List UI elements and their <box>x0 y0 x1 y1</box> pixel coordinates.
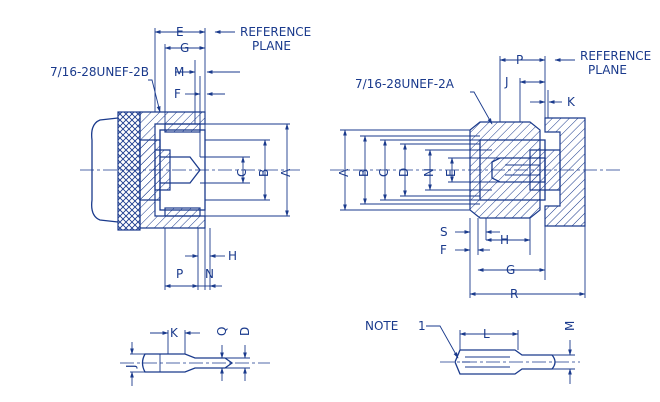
dim-G: G <box>180 41 189 55</box>
pin-dim-K: K <box>170 326 179 340</box>
dim-S-right: S <box>440 225 448 239</box>
dim-C-right: C <box>377 169 391 177</box>
dim-N-right: N <box>422 168 436 177</box>
socket-dim-M: M <box>563 321 577 331</box>
reference-plane-label-2: PLANE <box>252 39 291 53</box>
dim-M: M <box>174 65 184 79</box>
dim-E-right: E <box>444 169 458 177</box>
dim-D-right: D <box>397 168 411 177</box>
dim-H: H <box>228 249 237 263</box>
dim-P-right: P <box>516 53 523 67</box>
dim-B: B <box>257 169 271 177</box>
dim-R-right: R <box>510 287 518 301</box>
left-view: C B A E G M F REFERENCE PLANE 7/16-28UNE <box>50 25 311 290</box>
dim-G-right: G <box>506 263 515 277</box>
dim-J-right: J <box>504 75 509 89</box>
pin-dim-D: D <box>238 327 252 336</box>
thread-callout-2A: 7/16-28UNEF-2A <box>355 77 455 91</box>
socket-view: L M NOTE 1 <box>365 319 580 384</box>
dim-A-right: A <box>337 168 351 177</box>
pin-dim-J: J <box>124 364 138 369</box>
dim-H-right: H <box>500 233 509 247</box>
dim-E: E <box>176 25 184 39</box>
dim-P: P <box>176 267 183 281</box>
dim-F: F <box>174 87 181 101</box>
socket-dim-L: L <box>483 327 490 341</box>
dim-C: C <box>235 169 249 177</box>
dim-B-right: B <box>357 169 371 177</box>
dim-N: N <box>205 267 214 281</box>
thread-callout-2B: 7/16-28UNEF-2B <box>50 65 149 79</box>
note-number: 1 <box>418 319 426 333</box>
pin-dim-Q: Q <box>215 327 229 336</box>
note-label: NOTE <box>365 319 398 333</box>
pin-view: K J Q D <box>120 326 270 386</box>
dim-A: A <box>279 168 293 177</box>
reference-plane-label-1: REFERENCE <box>240 25 311 39</box>
right-view: A B C D N E P J K REFERENCE PLANE 7/16-2… <box>330 49 651 301</box>
reference-plane-label-r1: REFERENCE <box>580 49 651 63</box>
reference-plane-label-r2: PLANE <box>588 63 627 77</box>
dim-F-right: F <box>440 243 447 257</box>
dim-K-right: K <box>567 95 576 109</box>
